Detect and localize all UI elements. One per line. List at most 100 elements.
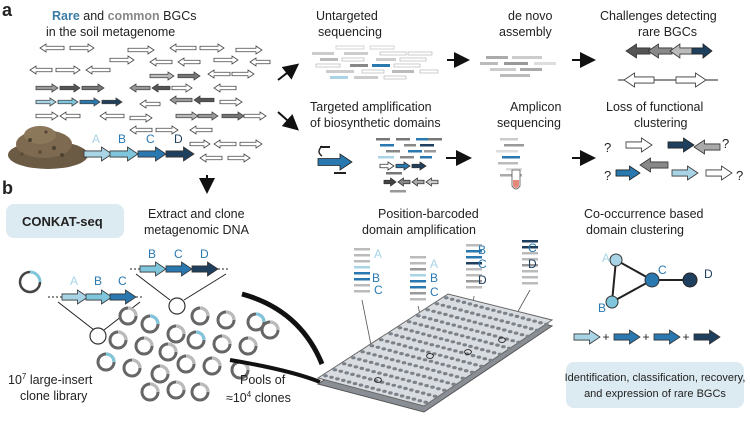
metagenome-gene xyxy=(55,65,81,75)
challenges-gene-arrows xyxy=(618,43,718,88)
metagenome-gene xyxy=(151,83,171,93)
plate-well xyxy=(398,368,403,372)
plate-well xyxy=(460,376,466,380)
plate-well xyxy=(364,385,370,389)
amplicon-bar xyxy=(424,150,436,153)
network-node-c xyxy=(644,272,660,288)
plate-well xyxy=(377,371,382,375)
plate-well xyxy=(448,331,453,335)
plate-well xyxy=(516,340,521,344)
barcode-bar xyxy=(466,244,482,247)
plate-well xyxy=(486,332,492,336)
loss-gene xyxy=(639,157,669,173)
sequence-read xyxy=(330,76,348,79)
plate-well xyxy=(544,322,549,326)
plate-well xyxy=(480,348,485,352)
plate-well xyxy=(430,385,435,389)
identification-label-2: and expression of rare BGCs xyxy=(584,388,726,400)
plate-well xyxy=(520,316,526,320)
sequence-read xyxy=(419,69,439,74)
metagenome-gene xyxy=(35,97,57,107)
plate-well xyxy=(399,352,404,356)
plate-well xyxy=(341,362,347,366)
plate-well xyxy=(508,313,514,317)
plate-well xyxy=(441,346,446,350)
plate-well xyxy=(332,368,338,372)
plate-well xyxy=(367,377,373,381)
plate-well xyxy=(419,365,424,369)
sequence-read xyxy=(520,68,542,71)
plate-well xyxy=(406,379,412,383)
plate-well xyxy=(432,335,438,339)
metagenome-gene xyxy=(59,111,81,121)
plate-well xyxy=(382,389,387,393)
tube-liquid xyxy=(513,180,519,188)
well-plate-graphic xyxy=(316,293,554,413)
plate-well xyxy=(474,346,479,350)
plate-well xyxy=(534,328,540,332)
metagenome-gene xyxy=(219,97,243,107)
cooccur-label-1: Co-occurrence based xyxy=(584,207,704,221)
plate-well xyxy=(462,343,468,347)
metagenome-gene xyxy=(171,83,193,93)
clone-gene-b xyxy=(85,289,113,305)
arrow-to-targeted xyxy=(277,111,299,131)
sequence-read xyxy=(379,51,407,56)
metagenome-gene xyxy=(57,97,79,107)
barcode-bar xyxy=(522,270,538,273)
recovered-gene xyxy=(653,329,681,345)
loss-gene xyxy=(615,165,641,181)
metagenome-gene xyxy=(99,111,125,121)
plate-well xyxy=(402,344,408,348)
barcode-bar xyxy=(466,274,482,277)
plate-well xyxy=(353,365,359,369)
plate-well xyxy=(437,353,443,357)
question-mark: ? xyxy=(722,136,729,151)
arrow-to-untargeted xyxy=(277,63,300,81)
plate-well xyxy=(344,371,350,375)
clone-insert-arc xyxy=(159,364,170,375)
library-label-1: 107 large-insert xyxy=(8,372,93,387)
plate-well xyxy=(443,355,449,359)
conkat-seq-label: CONKAT-seq xyxy=(22,214,103,229)
plate-well xyxy=(397,326,403,330)
sequence-read xyxy=(480,62,498,65)
funnel-line xyxy=(57,301,95,331)
sequence-read xyxy=(335,45,365,50)
plate-well xyxy=(449,297,455,301)
plate-well xyxy=(444,338,450,342)
clone-gene-c xyxy=(109,289,137,305)
plate-well xyxy=(528,327,534,331)
barcode-bar xyxy=(410,280,426,283)
metagenome-gene xyxy=(79,97,101,107)
plate-well xyxy=(439,320,445,324)
sequence-read xyxy=(326,70,354,73)
metagenome-gene xyxy=(231,69,255,79)
plate-well xyxy=(347,363,353,367)
clone-insert-arc xyxy=(221,334,232,345)
target-well xyxy=(374,377,382,383)
plate-well xyxy=(385,382,391,386)
plate-well xyxy=(379,338,384,342)
barcode-bar xyxy=(522,246,538,249)
plate-well xyxy=(493,317,499,321)
metagenome-gene xyxy=(129,113,153,123)
targeted-cluster-gene xyxy=(383,177,397,187)
plate-well xyxy=(387,348,393,352)
conkat-seq-badge xyxy=(6,204,124,238)
metagenome-gene xyxy=(249,57,271,67)
barcode-bar xyxy=(354,254,370,257)
plate-well xyxy=(415,390,420,394)
plate-well xyxy=(406,320,412,324)
barcode-letter: B xyxy=(372,271,380,285)
sequence-read xyxy=(392,70,414,73)
plate-well xyxy=(507,346,512,350)
metagenome-gene xyxy=(207,69,231,79)
plate-well xyxy=(451,382,456,386)
metagenome-gene-arrows xyxy=(29,43,271,163)
question-mark: ? xyxy=(604,168,611,183)
barcode-bar xyxy=(410,274,426,277)
metagenome-gene xyxy=(227,153,251,163)
